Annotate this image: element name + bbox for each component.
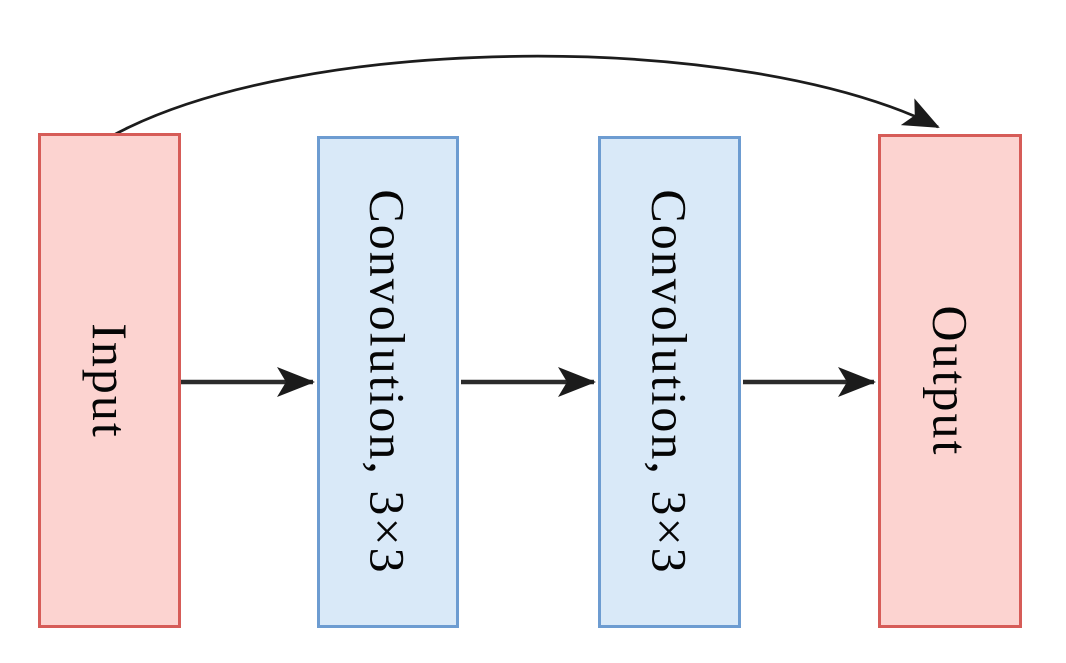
node-output: Output [878,134,1022,628]
node-convolution-2: Convolution, 3×3 [598,136,741,628]
node-input: Input [38,133,181,628]
node-output-label: Output [922,305,978,457]
skip-connection-arrow [109,54,940,139]
node-convolution-2-label: Convolution, 3×3 [641,189,698,575]
node-convolution-1: Convolution, 3×3 [317,136,459,628]
node-convolution-1-label: Convolution, 3×3 [360,189,417,575]
node-input-label: Input [81,322,138,439]
